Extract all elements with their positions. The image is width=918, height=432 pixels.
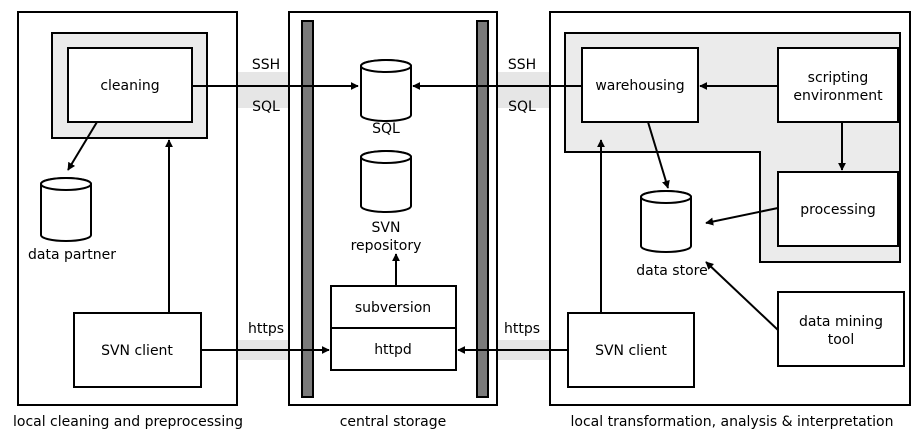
left-sql-label: SQL xyxy=(252,99,280,115)
cleaning-label: cleaning xyxy=(100,78,159,94)
right-ssh-label: SSH xyxy=(508,57,536,73)
left-https-label: https xyxy=(248,321,284,337)
svn-client-right-label: SVN client xyxy=(595,343,667,359)
data-mining-label-line1: data mining xyxy=(799,314,883,330)
left-panel-caption: local cleaning and preprocessing xyxy=(13,414,243,430)
scripting-label-line2: environment xyxy=(793,88,883,104)
right-https-label: https xyxy=(504,321,540,337)
sql-cylinder xyxy=(360,59,412,122)
svn-client-left-node xyxy=(73,312,202,388)
data-mining-tool-node xyxy=(777,291,905,367)
right-ssh-sql-channel xyxy=(488,72,550,108)
data-store-cylinder xyxy=(640,190,692,253)
svn-client-right-node xyxy=(567,312,695,388)
cleaning-to-data-partner-arrow xyxy=(67,121,98,171)
processing-label: processing xyxy=(800,202,875,218)
center-panel-caption: central storage xyxy=(340,414,447,430)
httpd-label: httpd xyxy=(374,342,412,358)
data-mining-to-data-store-arrow xyxy=(705,261,779,331)
svn-repository-label-line1: SVN xyxy=(372,220,401,236)
right-panel-caption: local transformation, analysis & interpr… xyxy=(571,414,894,430)
svn-client-left-label: SVN client xyxy=(101,343,173,359)
left-ssh-label: SSH xyxy=(252,57,280,73)
left-firewall-bar xyxy=(301,20,314,398)
processing-node xyxy=(777,171,899,247)
svn-repository-label-line2: repository xyxy=(351,238,422,254)
sql-label: SQL xyxy=(372,121,400,137)
subversion-label: subversion xyxy=(355,300,431,316)
scripting-label-line1: scripting xyxy=(808,70,869,86)
svn-repository-cylinder xyxy=(360,150,412,213)
data-partner-cylinder xyxy=(40,177,92,242)
right-sql-label: SQL xyxy=(508,99,536,115)
data-partner-label: data partner xyxy=(28,247,116,263)
warehousing-node xyxy=(581,47,699,123)
warehousing-to-data-store-arrow xyxy=(647,121,670,189)
data-mining-label-line2: tool xyxy=(828,332,855,348)
processing-to-data-store-arrow xyxy=(705,207,779,226)
warehousing-label: warehousing xyxy=(595,78,684,94)
right-firewall-bar xyxy=(476,20,489,398)
data-store-label: data store xyxy=(636,263,707,279)
